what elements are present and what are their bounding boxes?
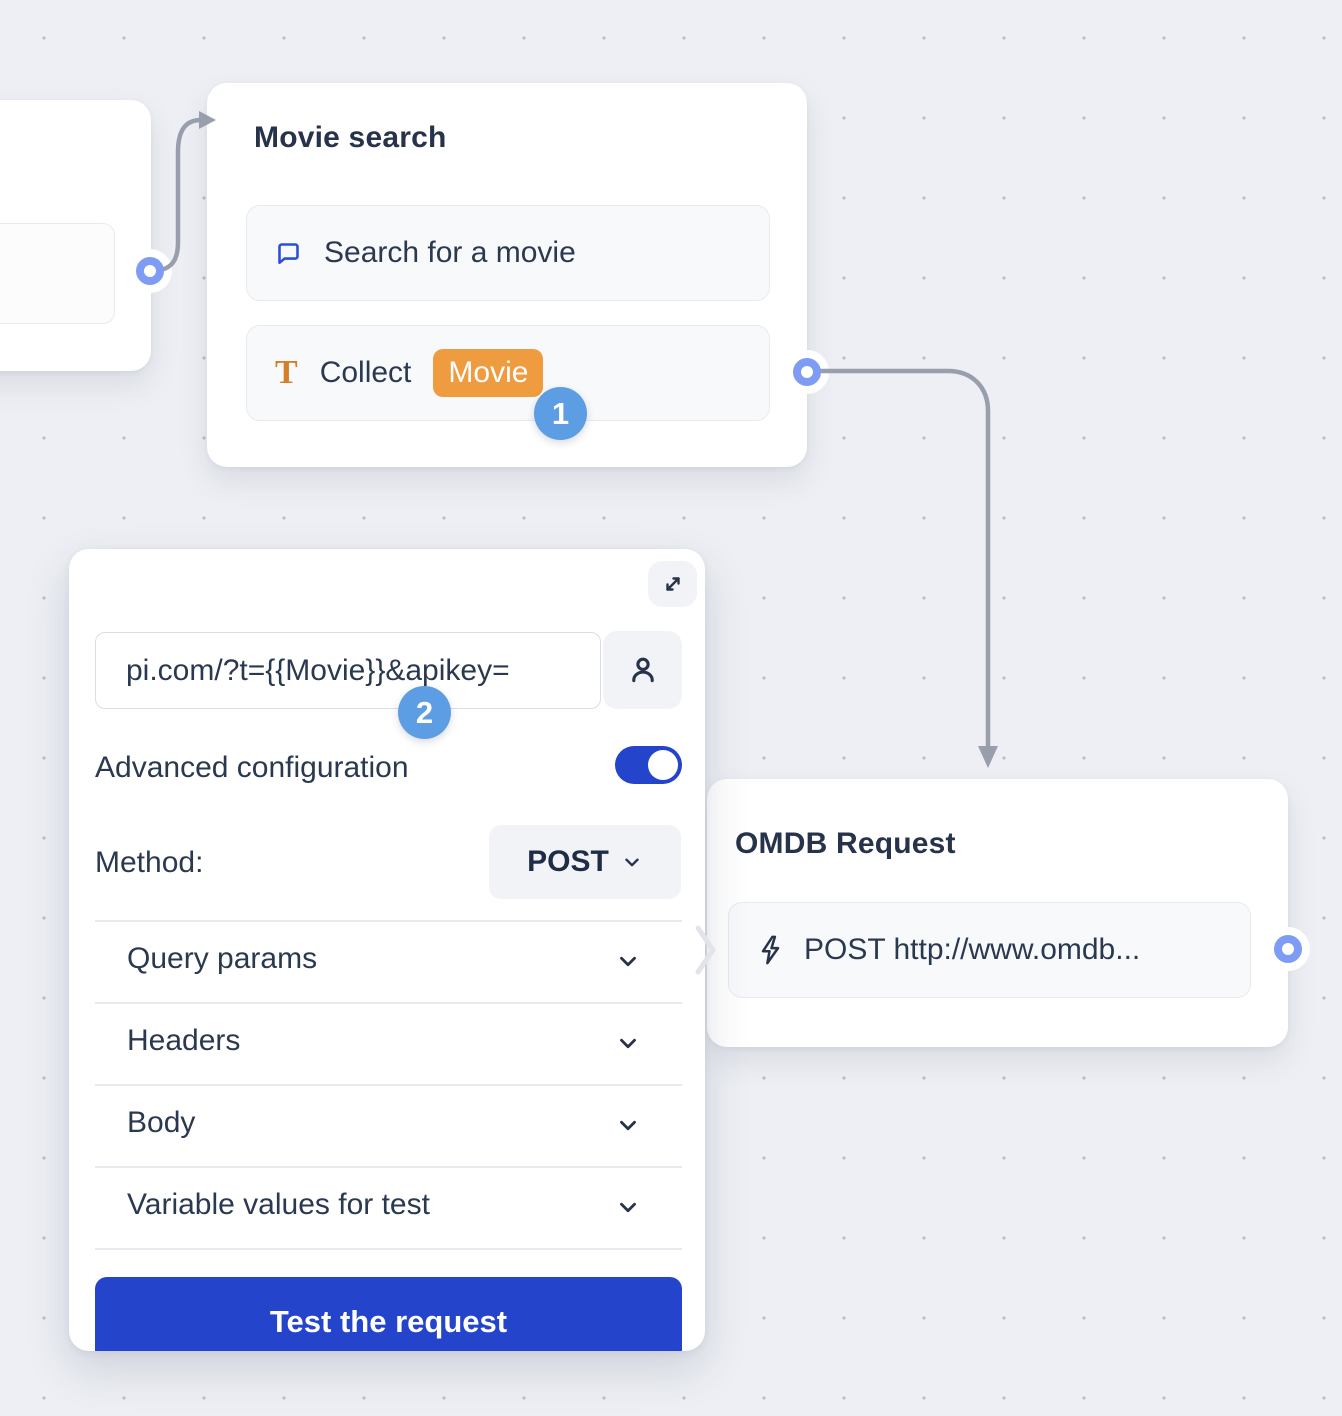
partial-left-node[interactable] (0, 100, 151, 371)
variable-person-button[interactable] (603, 631, 682, 709)
connector-left-to-movie-search (148, 117, 204, 274)
divider (95, 1084, 682, 1086)
expand-icon (665, 577, 680, 591)
chevron-down-icon (625, 858, 639, 867)
collect-row-label: Collect (319, 356, 412, 389)
divider (95, 920, 682, 922)
annotation-badge-1: 1 (534, 387, 587, 440)
node-movie-search[interactable]: Movie search Search for a movie T Collec… (207, 83, 807, 467)
annotation-badge-2: 2 (398, 686, 451, 739)
chevron-down-icon[interactable] (615, 1112, 641, 1138)
section-headers[interactable]: Headers (95, 1008, 682, 1078)
section-query-params[interactable]: Query params (95, 926, 682, 996)
connector-movie-search-to-omdb (806, 368, 991, 751)
webhook-request-row[interactable]: POST http://www.omdb... (728, 902, 1251, 998)
message-row[interactable]: Search for a movie (246, 205, 770, 301)
webhook-url-input[interactable] (95, 632, 601, 709)
method-label: Method: (95, 846, 204, 879)
input-port-chevron-icon (695, 925, 716, 975)
method-value: POST (527, 845, 609, 878)
divider (95, 1248, 682, 1250)
variable-chip[interactable]: Movie (433, 349, 544, 397)
advanced-configuration-label: Advanced configuration (95, 751, 409, 784)
expand-button[interactable] (648, 561, 697, 607)
divider (95, 1002, 682, 1004)
test-request-button[interactable]: Test the request (95, 1277, 682, 1351)
section-label: Body (127, 1106, 196, 1139)
section-label: Variable values for test (127, 1188, 430, 1221)
partial-left-node-row[interactable] (0, 223, 115, 324)
section-label: Headers (127, 1024, 241, 1057)
divider (95, 1166, 682, 1168)
lightning-icon (761, 935, 780, 965)
webhook-config-panel[interactable]: 2 Advanced configuration Method: POST Qu… (69, 549, 705, 1351)
collect-row[interactable]: T Collect Movie (246, 325, 770, 421)
toggle-knob (648, 750, 678, 780)
person-icon (631, 657, 654, 683)
node-omdb-request[interactable]: OMDB Request POST http://www.omdb... (707, 779, 1288, 1047)
chevron-down-icon[interactable] (615, 1194, 641, 1220)
chevron-down-icon[interactable] (615, 948, 641, 974)
message-row-label: Search for a movie (324, 236, 576, 269)
section-variable-values[interactable]: Variable values for test (95, 1172, 682, 1242)
chevron-down-icon[interactable] (615, 1030, 641, 1056)
chat-bubble-icon (278, 242, 299, 264)
output-port[interactable] (1274, 935, 1302, 963)
node-title: OMDB Request (735, 827, 956, 860)
webhook-request-label: POST http://www.omdb... (804, 933, 1141, 966)
text-field-icon: T (275, 354, 298, 391)
connector-arrowhead-down-icon (978, 746, 998, 768)
section-label: Query params (127, 942, 318, 975)
node-title: Movie search (254, 121, 447, 154)
output-port[interactable] (793, 358, 821, 386)
advanced-configuration-toggle[interactable] (615, 746, 682, 784)
method-select[interactable]: POST (489, 825, 681, 899)
section-body[interactable]: Body (95, 1090, 682, 1160)
output-port[interactable] (136, 257, 164, 285)
